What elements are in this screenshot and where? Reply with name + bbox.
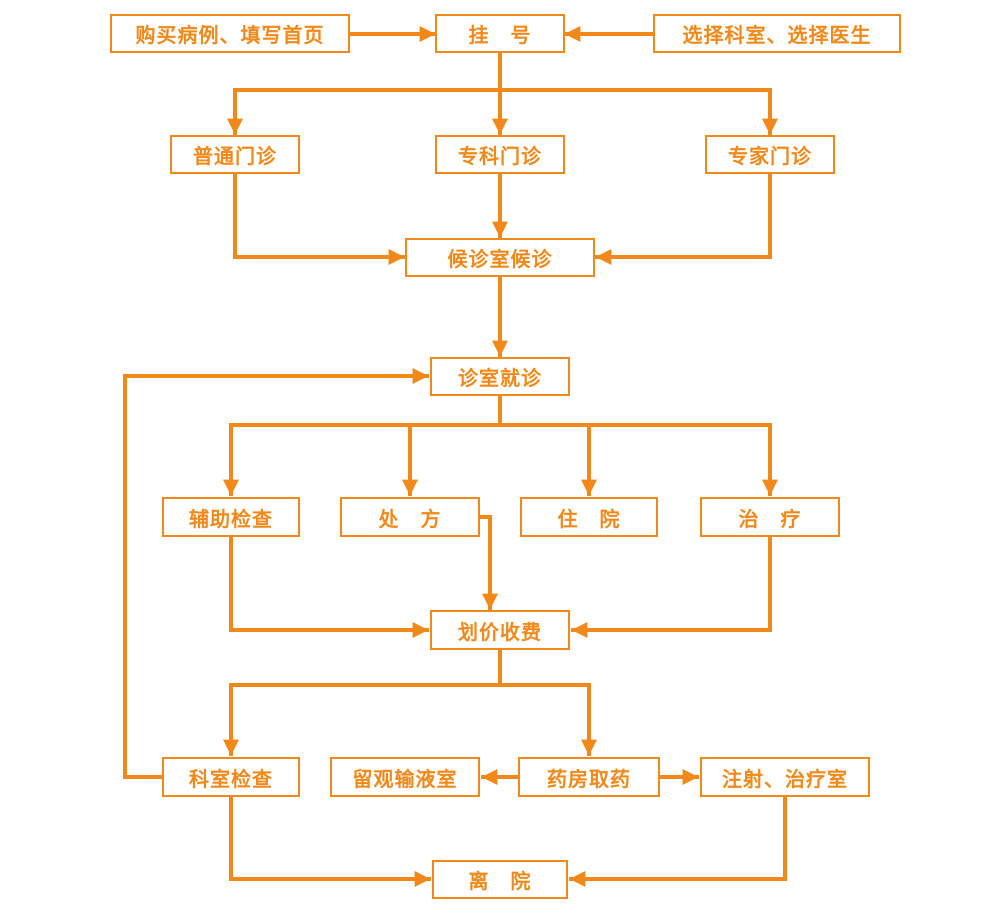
node-leave-hospital: 离 院 [432, 860, 568, 899]
node-waiting-room: 候诊室候诊 [405, 238, 595, 277]
node-prescription: 处 方 [340, 497, 480, 537]
edge-treatment-to-pricing [571, 535, 772, 638]
node-general-clinic: 普通门诊 [170, 135, 300, 174]
node-expert-clinic: 专家门诊 [705, 135, 835, 174]
edge-department-exam-to-leave [229, 795, 431, 887]
node-hospitalization: 住 院 [520, 497, 658, 537]
node-department-exam: 科室检查 [162, 757, 300, 797]
node-auxiliary-exam: 辅助检查 [162, 497, 300, 537]
edge-department-exam-to-consulting [123, 368, 429, 779]
node-observation-infusion: 留观输液室 [330, 757, 480, 797]
node-register: 挂 号 [435, 14, 565, 53]
node-buy-record: 购买病例、填写首页 [110, 14, 350, 53]
node-select-doctor: 选择科室、选择医生 [653, 14, 901, 53]
edge-expert-clinic-to-waiting [595, 172, 772, 265]
node-treatment: 治 疗 [700, 497, 840, 537]
node-specialist-clinic: 专科门诊 [435, 135, 565, 174]
edge-auxiliary-exam-to-pricing [229, 535, 429, 638]
node-injection-treatment: 注射、治疗室 [700, 757, 870, 797]
node-pharmacy: 药房取药 [518, 757, 660, 797]
node-pricing-payment: 划价收费 [430, 610, 570, 650]
edge-injection-to-leave [569, 795, 787, 887]
edge-general-clinic-to-waiting [233, 172, 405, 265]
node-consulting-room: 诊室就诊 [430, 357, 570, 396]
edge-prescription-to-pricing [478, 515, 498, 610]
